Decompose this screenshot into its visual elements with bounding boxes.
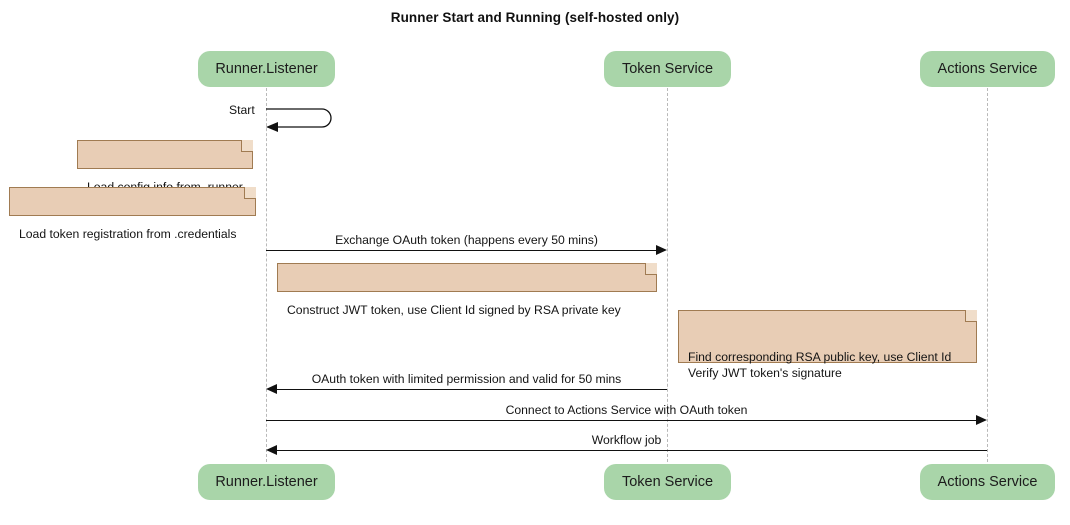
note-text: Construct JWT token, use Client Id signe… [287,303,621,317]
participant-label: Actions Service [937,474,1038,490]
note-construct-jwt: Construct JWT token, use Client Id signe… [277,263,657,317]
message-label-workflow-job: Workflow job [591,433,662,447]
lifeline-token-service [667,88,668,462]
message-line-exchange-oauth [266,250,657,251]
participant-runner-listener-top[interactable]: Runner.Listener [198,51,335,87]
message-label-connect-actions: Connect to Actions Service with OAuth to… [505,403,748,417]
participant-label: Token Service [621,61,714,77]
message-label-oauth-return: OAuth token with limited permission and … [311,372,622,386]
diagram-title: Runner Start and Running (self-hosted on… [390,10,680,25]
participant-label: Runner.Listener [215,474,318,490]
note-load-token-registration: Load token registration from .credential… [9,187,256,241]
participant-actions-service-bottom[interactable]: Actions Service [920,464,1055,500]
lifeline-runner-listener [266,88,267,462]
participant-label: Actions Service [937,61,1038,77]
participant-label: Token Service [621,474,714,490]
message-label-start: Start [229,103,255,117]
participant-actions-service-top[interactable]: Actions Service [920,51,1055,87]
note-load-config: Load config info from .runner [77,140,253,194]
self-message-start [262,103,342,138]
note-fold-corner-icon [645,263,657,275]
arrowhead-left-icon [266,445,277,455]
participant-token-service-top[interactable]: Token Service [604,51,731,87]
lifeline-actions-service [987,88,988,462]
message-label-exchange-oauth: Exchange OAuth token (happens every 50 m… [335,233,598,247]
message-line-workflow-job [276,450,987,451]
self-loop-arrow-icon [266,108,332,132]
note-fold-corner-icon [244,187,256,199]
note-text: Load token registration from .credential… [19,227,237,241]
note-fold-corner-icon [241,140,253,152]
participant-token-service-bottom[interactable]: Token Service [604,464,731,500]
note-text: Find corresponding RSA public key, use C… [688,350,952,380]
message-line-connect-actions [266,420,977,421]
message-line-oauth-return [276,389,667,390]
arrowhead-right-icon [976,415,987,425]
note-fold-corner-icon [965,310,977,322]
arrowhead-left-icon [266,384,277,394]
note-verify-jwt: Find corresponding RSA public key, use C… [678,310,977,380]
participant-label: Runner.Listener [215,61,318,77]
arrowhead-right-icon [656,245,667,255]
participant-runner-listener-bottom[interactable]: Runner.Listener [198,464,335,500]
